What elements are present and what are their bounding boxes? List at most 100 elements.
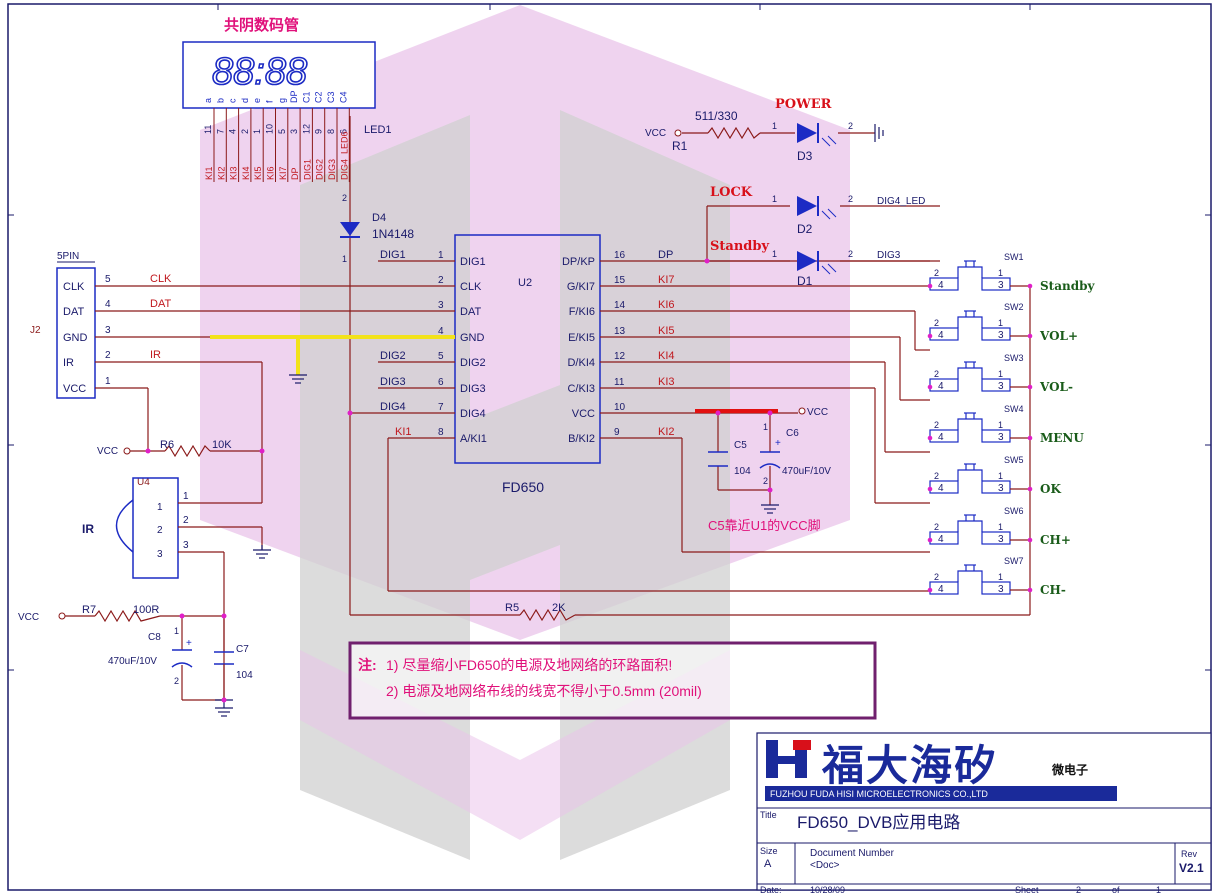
power-vcc: VCC: [645, 128, 666, 139]
standby-title: Standby: [710, 239, 769, 254]
u2-net-label: KI5: [658, 325, 675, 337]
display-seg-label: C2: [314, 91, 324, 103]
d3-ref: D3: [797, 149, 813, 163]
u2-pin-number: 16: [614, 250, 626, 261]
svg-text:4: 4: [938, 432, 944, 443]
svg-text:4: 4: [938, 483, 944, 494]
display-seg-label: f: [265, 100, 275, 103]
svg-text:of: of: [1112, 885, 1120, 894]
display-net-label: KI2: [216, 166, 226, 180]
svg-text:3: 3: [998, 584, 1004, 595]
svg-text:Size: Size: [760, 846, 778, 856]
design-notes: 注: 1) 尽量缩小FD650的电源及地网络的环路面积! 2) 电源及地网络布线…: [348, 641, 877, 720]
svg-text:R5: R5: [505, 602, 519, 614]
d2-net: DIG4_LED: [877, 196, 925, 207]
u2-pin-name: DIG1: [460, 256, 486, 268]
display-pin-number: 1: [252, 129, 262, 134]
switch-ref: SW7: [1004, 556, 1024, 566]
svg-text:4: 4: [938, 534, 944, 545]
display-net-label: KI6: [266, 166, 276, 180]
u2-net-label: DP: [658, 249, 673, 261]
u2-pin-name: DP/KP: [562, 256, 595, 268]
u2-part: FD650: [502, 479, 544, 495]
svg-text:+: +: [186, 638, 192, 649]
display-seg-label: e: [252, 98, 262, 103]
d2-ref: D2: [797, 222, 813, 236]
u2-pin-number: 5: [438, 351, 444, 362]
display-net-label: KI7: [278, 166, 288, 180]
vcc-decoupling: VCC C5 104 + 1 2 C6 470uF/10V C5靠近U1的VCC…: [708, 407, 831, 533]
switch-ref: SW2: [1004, 302, 1024, 312]
switch-ref: SW4: [1004, 404, 1024, 414]
r1-value: 511/330: [695, 109, 738, 123]
led-icon: [797, 196, 837, 220]
svg-text:3: 3: [998, 381, 1004, 392]
u2-net-label: KI2: [658, 426, 675, 438]
j2-pin-number: 1: [105, 376, 111, 387]
display-pin-number: 4: [228, 129, 238, 134]
u2-net-label: DIG4: [380, 401, 406, 413]
u2-net-label: KI7: [658, 274, 675, 286]
u2-pin-number: 9: [614, 427, 620, 438]
u2-pin-name: GND: [460, 332, 485, 344]
switch-ref: SW6: [1004, 506, 1024, 516]
svg-text:1: 1: [157, 502, 163, 513]
ic-u2-fd650: U2 FD650 DIG11DIG1CLK2DAT3GND4DIG25DIG2D…: [380, 234, 675, 495]
switch-ref: SW5: [1004, 455, 1024, 465]
svg-text:1: 1: [998, 572, 1003, 582]
switch-label: Standby: [1040, 279, 1095, 293]
u2-pin-number: 7: [438, 402, 444, 413]
j2-pin-number: 3: [105, 325, 111, 336]
led-icon: [797, 123, 837, 147]
company-name: 福大海矽: [821, 742, 998, 789]
svg-text:2: 2: [848, 249, 853, 259]
switch-label: CH+: [1040, 533, 1071, 547]
j2-pin-number: 5: [105, 274, 111, 285]
j2-pin-name: VCC: [63, 383, 86, 395]
u2-pin-name: E/KI5: [568, 332, 595, 344]
u2-net-label: DIG3: [380, 376, 406, 388]
d4-part: 1N4148: [372, 227, 414, 241]
diode-d4: 2 1 D4 1N4148: [340, 116, 414, 615]
svg-text:1: 1: [998, 522, 1003, 532]
note-line1: 1) 尽量缩小FD650的电源及地网络的环路面积!: [386, 657, 672, 673]
led-icon: [797, 251, 837, 275]
svg-text:3: 3: [998, 280, 1004, 291]
display-pin-number: 9: [314, 129, 324, 134]
svg-text:4: 4: [938, 381, 944, 392]
display-digits: 88:88: [212, 51, 307, 93]
svg-text:10/28/09: 10/28/09: [810, 885, 845, 894]
u2-vcc: VCC: [807, 407, 828, 418]
d4-pin-top: 2: [342, 193, 347, 203]
u2-pin-name: G/KI7: [567, 281, 595, 293]
svg-text:Rev: Rev: [1181, 849, 1198, 859]
svg-text:+: +: [775, 438, 781, 449]
display-net-label: DIG1: [302, 159, 312, 180]
display-net-label: DP: [290, 167, 300, 180]
ir-vcc: VCC: [97, 446, 118, 457]
display-net-label: DIG4_LED6: [339, 131, 349, 180]
u2-body: [454, 234, 601, 464]
wires: [65, 132, 1031, 701]
vcc-terminal-icon: [674, 129, 682, 137]
switch-label: CH-: [1040, 583, 1066, 597]
display-body: [182, 41, 376, 109]
svg-text:2: 2: [934, 369, 939, 379]
svg-text:1: 1: [998, 420, 1003, 430]
svg-text:4: 4: [938, 330, 944, 341]
j2-pin-name: DAT: [63, 306, 84, 318]
u2-ref: U2: [518, 277, 532, 289]
j2-part: 5PIN: [57, 251, 79, 262]
svg-text:1: 1: [998, 268, 1003, 278]
j2-pin-name: IR: [63, 357, 74, 369]
c5-ref: C5: [734, 440, 747, 451]
display-net-label: KI4: [241, 166, 251, 180]
u2-pin-name: A/KI1: [460, 433, 487, 445]
u2-pin-name: F/KI6: [569, 306, 595, 318]
